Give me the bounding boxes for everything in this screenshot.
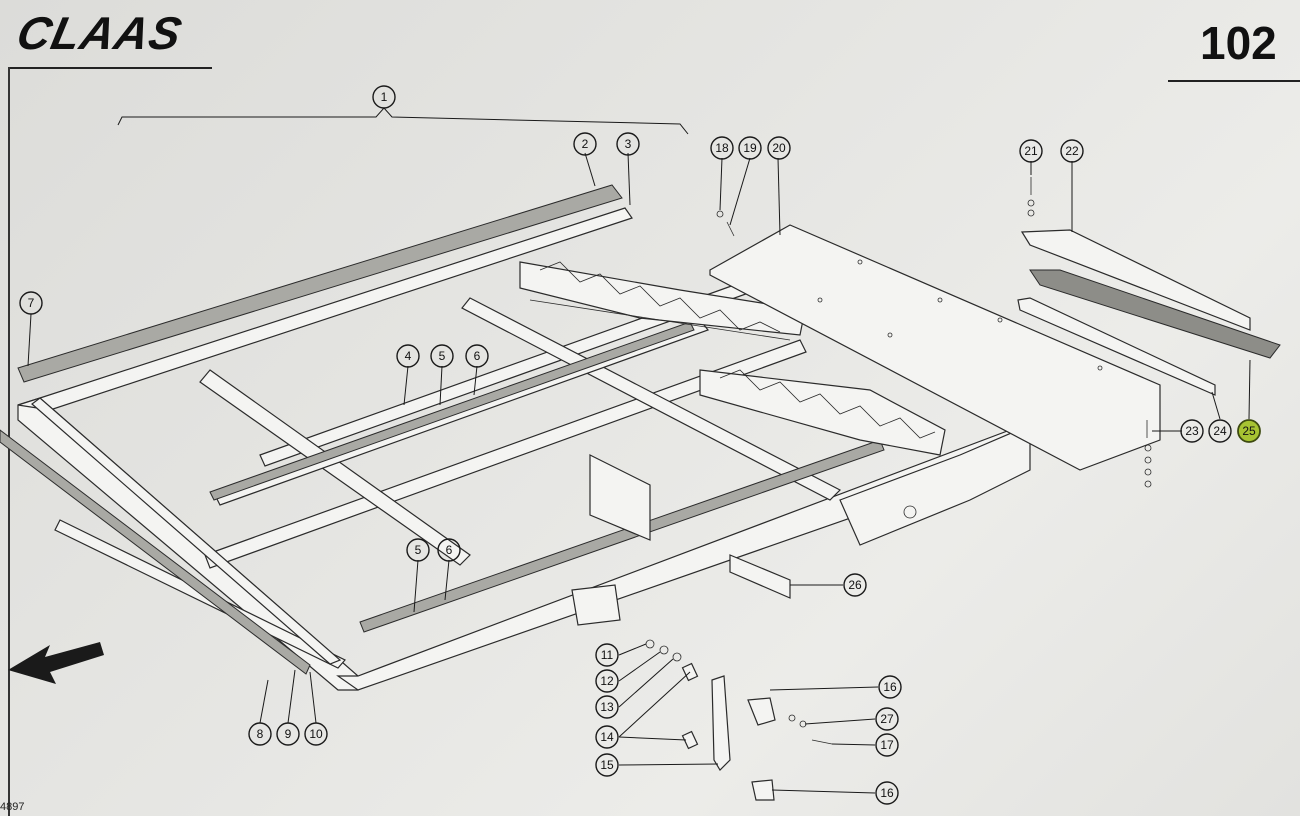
callout-7: 7: [19, 291, 43, 315]
svg-text:6: 6: [446, 543, 453, 557]
callout-3: 3: [616, 132, 640, 156]
svg-text:23: 23: [1185, 424, 1199, 438]
svg-text:6: 6: [474, 349, 481, 363]
bolt-18-19: [716, 210, 735, 237]
step-sieve-upper: [519, 261, 806, 341]
callout-24: 24: [1208, 419, 1232, 443]
callout-18: 18: [710, 136, 734, 160]
callout-16-lower: 16: [875, 781, 899, 805]
callout-21: 21: [1019, 139, 1043, 163]
svg-text:3: 3: [625, 137, 632, 151]
callout-22: 22: [1060, 139, 1084, 163]
svg-text:25: 25: [1242, 424, 1256, 438]
seal-strip-front: [359, 439, 885, 633]
seal-strip-left: [0, 429, 311, 675]
svg-text:4: 4: [405, 349, 412, 363]
bracket-foot: [571, 584, 621, 626]
svg-text:14: 14: [600, 730, 614, 744]
callout-25-highlighted: 25: [1237, 419, 1261, 443]
callout-6-lower: 6: [437, 538, 461, 562]
page-number: 102: [1200, 17, 1277, 69]
callout-26: 26: [843, 573, 867, 597]
svg-text:13: 13: [600, 700, 614, 714]
callout-9: 9: [276, 722, 300, 746]
bolt-stack-21: [1027, 177, 1035, 217]
svg-text:16: 16: [883, 680, 897, 694]
wooden-block: [729, 554, 791, 599]
side-bracket: [839, 424, 1031, 546]
callout-13: 13: [595, 695, 619, 719]
callout-15: 15: [595, 753, 619, 777]
callout-10: 10: [304, 722, 328, 746]
callout-12: 12: [595, 669, 619, 693]
callout-23: 23: [1180, 419, 1204, 443]
callout-16: 16: [878, 675, 902, 699]
svg-text:10: 10: [309, 727, 323, 741]
drawing-number: 4897: [0, 801, 25, 813]
svg-text:5: 5: [439, 349, 446, 363]
svg-text:19: 19: [743, 141, 757, 155]
callout-1: 1: [372, 85, 396, 109]
svg-text:1: 1: [381, 90, 388, 104]
logo-underline: [10, 67, 212, 69]
svg-text:22: 22: [1065, 144, 1079, 158]
svg-text:7: 7: [28, 296, 35, 310]
svg-text:9: 9: [285, 727, 292, 741]
svg-text:21: 21: [1024, 144, 1038, 158]
svg-text:15: 15: [600, 758, 614, 772]
bolt-stack-23: [1144, 420, 1152, 488]
callout-5: 5: [430, 344, 454, 368]
linkage-parts: [645, 639, 833, 801]
svg-text:12: 12: [600, 674, 614, 688]
svg-text:18: 18: [715, 141, 729, 155]
callout-14: 14: [595, 725, 619, 749]
svg-text:24: 24: [1213, 424, 1227, 438]
svg-text:8: 8: [257, 727, 264, 741]
cover-plate: [709, 224, 1161, 471]
callout-17: 17: [875, 733, 899, 757]
callout-19: 19: [738, 136, 762, 160]
direction-arrow-icon: [8, 642, 104, 684]
seal-strip-rear: [17, 184, 623, 383]
callout-6: 6: [465, 344, 489, 368]
callout-4: 4: [396, 344, 420, 368]
callout-20: 20: [767, 136, 791, 160]
svg-text:5: 5: [415, 543, 422, 557]
support-beam: [589, 454, 651, 541]
svg-text:26: 26: [848, 578, 862, 592]
callout-2: 2: [573, 132, 597, 156]
svg-text:16: 16: [880, 786, 894, 800]
svg-text:17: 17: [880, 738, 894, 752]
callout-27: 27: [875, 707, 899, 731]
callout-11: 11: [595, 643, 619, 667]
callout-5-lower: 5: [406, 538, 430, 562]
page-number-rule: [1168, 80, 1300, 82]
seal-strip-mid: [209, 321, 695, 501]
step-sieve-lower: [699, 369, 946, 456]
finger-comb: [1017, 229, 1281, 396]
svg-text:27: 27: [880, 712, 894, 726]
svg-text:20: 20: [772, 141, 786, 155]
svg-text:2: 2: [582, 137, 589, 151]
svg-text:11: 11: [601, 648, 614, 662]
callout-8: 8: [248, 722, 272, 746]
